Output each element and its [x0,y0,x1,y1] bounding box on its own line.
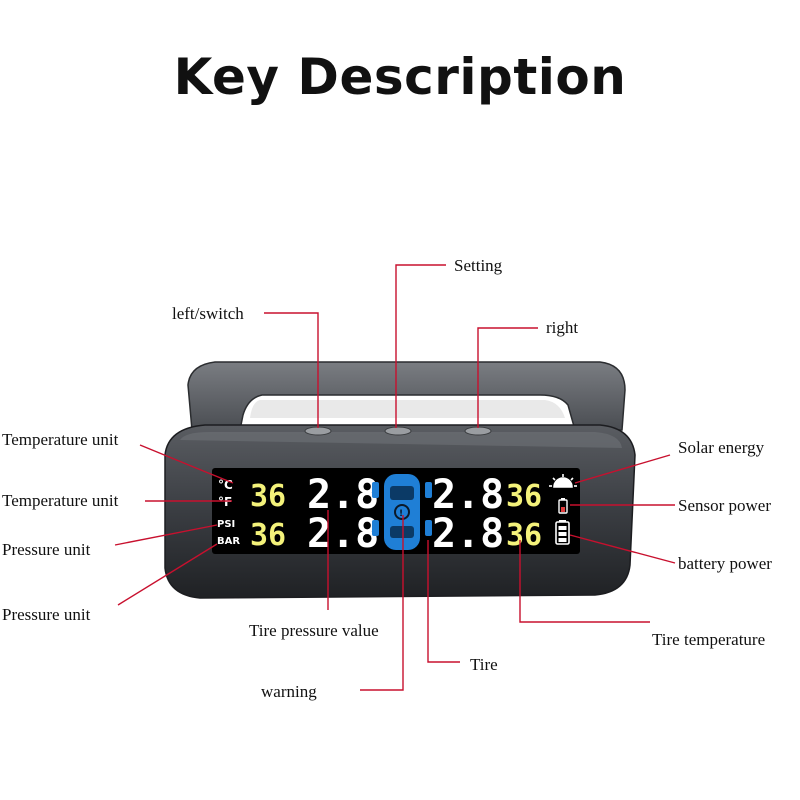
sensor-battery-icon [558,498,568,514]
leader-right [477,327,538,428]
label-setting: Setting [454,256,503,275]
left-switch-button[interactable] [304,426,332,436]
pressure-front-left: 2.8 [307,472,379,518]
unit-psi: PSI [217,519,235,530]
label-battery-power: battery power [678,554,772,573]
tire-indicator-front-left [372,482,379,498]
solar-energy-icon [549,474,577,488]
leader-setting [395,264,446,428]
leader-lines [114,264,676,691]
pressure-rear-right: 2.8 [432,511,504,557]
temp-front-left: 36 [250,479,286,514]
pressure-rear-left: 2.8 [307,511,379,557]
leader-battery-power [569,534,676,564]
pressure-front-right: 2.8 [432,472,504,518]
label-tire-pressure-value: Tire pressure value [249,621,379,640]
label-temperature-unit-2: Temperature unit [2,491,119,510]
label-temperature-unit-1: Temperature unit [2,430,119,449]
leader-pressure-unit-2 [117,543,218,606]
right-button[interactable] [464,426,492,436]
temp-rear-right: 36 [506,518,542,553]
label-warning: warning [261,682,317,701]
leader-warning [360,515,404,691]
label-left-switch: left/switch [172,304,244,323]
page-title: Key Description [173,48,627,106]
leader-temp-unit-1 [139,444,234,484]
leader-left-switch [264,312,319,428]
label-tire: Tire [470,655,498,674]
temp-front-right: 36 [506,479,542,514]
car-icon: ! [384,474,420,550]
label-solar-energy: Solar energy [678,438,765,457]
unit-fahrenheit: °F [218,495,232,509]
svg-text:!: ! [399,509,403,519]
device-battery-icon [555,520,570,545]
label-pressure-unit-2: Pressure unit [2,605,91,624]
leader-tire-temperature [519,540,650,623]
label-pressure-unit-1: Pressure unit [2,540,91,559]
label-right: right [546,318,579,337]
unit-bar: BAR [217,536,240,547]
label-sensor-power: Sensor power [678,496,772,515]
leader-solar [574,454,671,484]
leader-tire [427,540,460,663]
leader-pressure-unit-1 [114,524,218,546]
temp-rear-left: 36 [250,518,286,553]
tire-indicator-rear-left [372,520,379,536]
label-tire-temperature: Tire temperature [652,630,766,649]
tire-indicator-front-right [425,482,432,498]
device-bracket [187,361,626,431]
setting-button[interactable] [384,426,412,436]
tire-indicator-rear-right [425,520,432,536]
